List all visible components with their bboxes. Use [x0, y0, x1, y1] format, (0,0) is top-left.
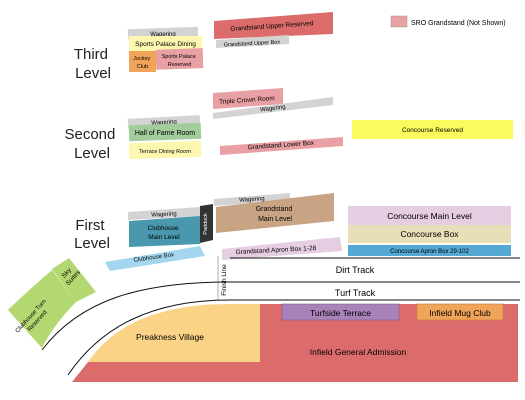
section-grandstand-upper-reserved[interactable]: Grandstand Upper Reserved: [214, 12, 333, 39]
svg-text:Jockey Club: Jockey Club: [133, 56, 152, 70]
svg-text:Wagering: Wagering: [151, 211, 177, 218]
section-sky-suites[interactable]: Sky Suites: [52, 258, 96, 302]
section-grandstand-lower-box[interactable]: Grandstand Lower Box: [220, 137, 343, 155]
section-paddock[interactable]: Paddock: [200, 204, 213, 243]
third-level-label: Third Level: [74, 46, 112, 82]
svg-text:Concourse Box: Concourse Box: [400, 229, 459, 239]
svg-text:Triple Crown Room: Triple Crown Room: [219, 95, 275, 106]
dirt-track: Dirt Track: [230, 257, 520, 275]
svg-text:Wagering: Wagering: [151, 119, 177, 126]
section-second-wagering-right[interactable]: Wagering: [213, 97, 333, 119]
section-clubhouse-turn-reserved[interactable]: Clubhouse Turn Reserved: [8, 270, 76, 348]
section-clubhouse-main-level[interactable]: Clubhouse Main Level: [129, 216, 200, 247]
section-triple-crown-room[interactable]: Triple Crown Room: [213, 88, 283, 109]
section-jockey-club[interactable]: Jockey Club: [129, 51, 156, 72]
section-preakness-village[interactable]: Preakness Village: [88, 304, 260, 362]
svg-text:Wagering: Wagering: [150, 32, 175, 38]
legend: SRO Grandstand (Not Shown): [390, 15, 506, 28]
svg-text:Sports Palace Reserved: Sports Palace Reserved: [162, 54, 198, 68]
section-sports-palace-reserved[interactable]: Sports Palace Reserved: [155, 48, 204, 70]
finish-line: Finish Line: [217, 256, 228, 300]
svg-text:Wagering: Wagering: [239, 196, 265, 204]
section-hall-of-fame-room[interactable]: Hall of Fame Room: [128, 122, 202, 142]
section-first-wagering-left[interactable]: Wagering: [128, 207, 200, 220]
section-concourse-box[interactable]: Concourse Box: [348, 225, 511, 243]
svg-text:Grandstand Apron Box 1-28: Grandstand Apron Box 1-28: [235, 245, 316, 256]
section-infield-mug-club[interactable]: Infield Mug Club: [416, 303, 504, 321]
section-turfside-terrace[interactable]: Turfside Terrace: [281, 303, 400, 321]
section-first-wagering-right[interactable]: Wagering: [214, 193, 290, 206]
first-level-label: First Level: [74, 217, 110, 252]
svg-text:Hall of Fame Room: Hall of Fame Room: [135, 130, 195, 137]
second-level-label: Second Level: [64, 126, 119, 162]
svg-text:Finish Line: Finish Line: [221, 264, 228, 296]
section-grandstand-main-level[interactable]: Grandstand Main Level: [216, 193, 334, 233]
section-clubhouse-box[interactable]: Clubhouse Box: [105, 246, 205, 271]
section-sports-palace-dining[interactable]: Sports Palace Dining: [129, 36, 202, 51]
svg-text:Preakness Village: Preakness Village: [136, 332, 204, 342]
svg-text:Turf Track: Turf Track: [335, 288, 376, 298]
svg-text:Clubhouse Box: Clubhouse Box: [133, 252, 174, 264]
svg-text:Grandstand Upper Box: Grandstand Upper Box: [224, 40, 281, 49]
svg-text:Infield General Admission: Infield General Admission: [310, 347, 407, 357]
svg-text:Grandstand Main Level: Grandstand Main Level: [256, 206, 295, 223]
svg-text:Turfside Terrace: Turfside Terrace: [310, 308, 371, 318]
svg-text:Sports Palace Dining: Sports Palace Dining: [135, 41, 196, 48]
svg-text:Dirt Track: Dirt Track: [336, 265, 375, 275]
svg-text:Paddock: Paddock: [203, 213, 209, 235]
section-grandstand-upper-box[interactable]: Grandstand Upper Box: [216, 35, 289, 48]
section-concourse-apron-box[interactable]: Concourse Apron Box 29-102: [348, 245, 511, 256]
svg-text:Terrace Dining Room: Terrace Dining Room: [139, 149, 191, 155]
turf-track: Turf Track: [41, 281, 520, 376]
section-grandstand-apron-box[interactable]: Grandstand Apron Box 1-28: [222, 237, 342, 260]
svg-text:Clubhouse Main Level: Clubhouse Main Level: [148, 225, 181, 241]
section-concourse-reserved[interactable]: Concourse Reserved: [352, 120, 513, 139]
svg-text:Concourse Apron Box 29-102: Concourse Apron Box 29-102: [390, 249, 469, 255]
section-infield-general-admission[interactable]: Infield General Admission: [72, 304, 518, 382]
legend-swatch: [390, 15, 408, 28]
section-terrace-dining-room[interactable]: Terrace Dining Room: [128, 140, 202, 160]
svg-text:Infield Mug Club: Infield Mug Club: [429, 308, 491, 318]
svg-text:Grandstand Lower Box: Grandstand Lower Box: [247, 140, 315, 152]
svg-text:Concourse Reserved: Concourse Reserved: [402, 127, 463, 134]
section-concourse-main-level[interactable]: Concourse Main Level: [348, 206, 511, 225]
legend-label: SRO Grandstand (Not Shown): [411, 20, 506, 27]
svg-text:Concourse Main Level: Concourse Main Level: [387, 211, 472, 221]
svg-text:Wagering: Wagering: [260, 104, 286, 113]
